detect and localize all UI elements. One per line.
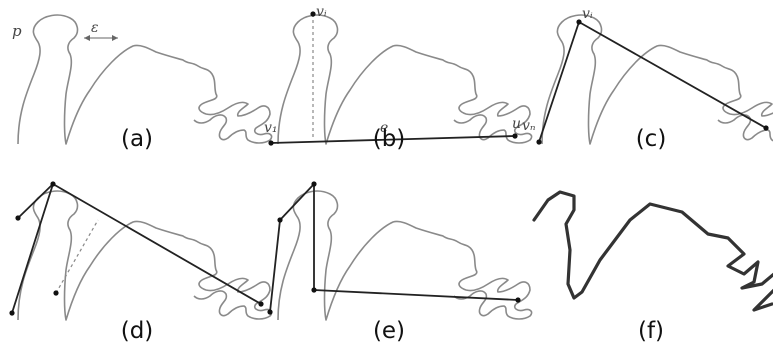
label-vi: vᵢ	[316, 4, 327, 20]
panel-e	[267, 181, 533, 321]
panel-c: vᵢ vₙ	[522, 6, 773, 145]
point-vi	[576, 19, 582, 25]
point-start	[267, 309, 273, 315]
simplified-polyline	[11, 183, 262, 314]
swan-outline	[17, 190, 273, 321]
point-head	[15, 215, 21, 221]
point-vi	[310, 11, 316, 17]
point-end	[763, 125, 769, 131]
caption-b: (b)	[372, 126, 406, 152]
point-u	[512, 133, 518, 139]
final-simplified-swan	[532, 190, 773, 312]
point-vi	[50, 181, 56, 187]
epsilon-arrow-left	[84, 35, 90, 41]
distance-line	[55, 219, 99, 294]
segment-e	[270, 135, 516, 144]
label-vi: vᵢ	[582, 6, 593, 22]
branch-segment	[17, 183, 54, 219]
caption-a: (a)	[120, 126, 154, 152]
label-u: u	[512, 116, 521, 132]
panel-d	[9, 181, 273, 321]
simplified-polyline	[269, 183, 519, 313]
swan-outline	[277, 190, 533, 321]
simplified-polyline	[538, 21, 767, 143]
point-end	[258, 301, 264, 307]
caption-d: (d)	[120, 318, 154, 344]
label-v1: v₁	[264, 120, 278, 136]
point-head	[277, 217, 283, 223]
panel-b: v₁ e u vᵢ	[264, 4, 533, 146]
label-vn: vₙ	[522, 118, 536, 134]
swan-outline	[17, 14, 273, 145]
label-e: e	[380, 120, 388, 136]
point-neck	[53, 290, 59, 296]
point-neck	[311, 287, 317, 293]
epsilon-arrow-right	[112, 35, 118, 41]
caption-c: (c)	[635, 126, 667, 152]
point-start	[536, 139, 542, 145]
caption-f: (f)	[637, 318, 665, 344]
point-vi	[311, 181, 317, 187]
label-p: p	[12, 22, 22, 40]
point-v1	[268, 140, 274, 146]
caption-e: (e)	[372, 318, 406, 344]
point-start	[9, 310, 15, 316]
panel-f	[532, 190, 773, 312]
point-end	[515, 297, 521, 303]
panel-a: p ε	[12, 14, 273, 145]
swan-outline	[277, 14, 533, 145]
swan-outline	[541, 14, 773, 145]
label-epsilon: ε	[91, 20, 99, 36]
